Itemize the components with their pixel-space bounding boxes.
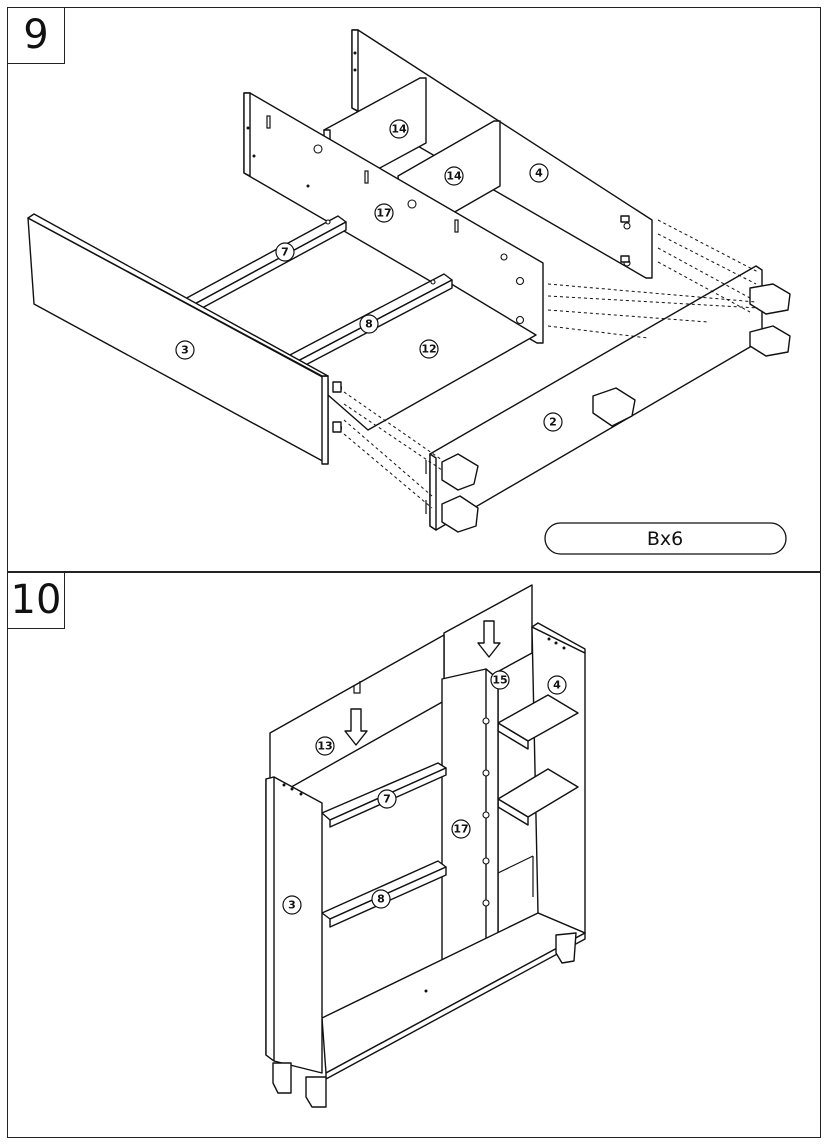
svg-text:15: 15 — [492, 674, 507, 687]
svg-text:14: 14 — [391, 123, 407, 136]
svg-text:3: 3 — [288, 899, 296, 912]
step-9-panel: 14 14 4 17 7 8 12 3 2 Bx6 9 — [7, 7, 821, 572]
svg-text:4: 4 — [553, 679, 561, 692]
part-tag-12: 12 — [419, 339, 439, 359]
part-tag-14: 14 — [444, 166, 464, 186]
svg-text:13: 13 — [317, 740, 332, 753]
step-number: 10 — [8, 573, 65, 629]
svg-text:8: 8 — [365, 318, 373, 331]
part-tag-2: 2 — [543, 412, 563, 432]
part-tag-15: 15 — [490, 670, 510, 690]
step-9-drawing: 14 14 4 17 7 8 12 3 2 Bx6 — [27, 29, 791, 555]
part-tag-17: 17 — [374, 203, 394, 223]
svg-text:Bx6: Bx6 — [647, 528, 683, 550]
part-tag-7: 7 — [377, 789, 397, 809]
svg-text:17: 17 — [376, 207, 391, 220]
svg-text:7: 7 — [281, 246, 289, 259]
svg-text:14: 14 — [446, 170, 462, 183]
svg-text:8: 8 — [377, 893, 385, 906]
svg-text:2: 2 — [549, 416, 557, 429]
step-number: 9 — [8, 8, 65, 64]
part-tag-4: 4 — [529, 163, 549, 183]
part-tag-3: 3 — [282, 895, 302, 915]
part-tag-13: 13 — [315, 736, 335, 756]
part-tag-3: 3 — [175, 340, 195, 360]
svg-text:4: 4 — [535, 167, 543, 180]
step-10-drawing: 15 4 13 7 17 3 8 — [265, 584, 586, 1108]
svg-text:12: 12 — [421, 343, 436, 356]
part-tag-7: 7 — [275, 242, 295, 262]
svg-text:7: 7 — [383, 793, 391, 806]
part-tag-8: 8 — [371, 889, 391, 909]
part-tag-4: 4 — [547, 675, 567, 695]
svg-text:17: 17 — [453, 823, 468, 836]
svg-text:3: 3 — [181, 344, 189, 357]
hardware-count-label: Bx6 — [544, 522, 787, 555]
part-tag-8: 8 — [359, 314, 379, 334]
step-10-panel: 15 4 13 7 17 3 8 10 — [7, 572, 821, 1138]
part-tag-14: 14 — [389, 119, 409, 139]
part-tag-17: 17 — [451, 819, 471, 839]
